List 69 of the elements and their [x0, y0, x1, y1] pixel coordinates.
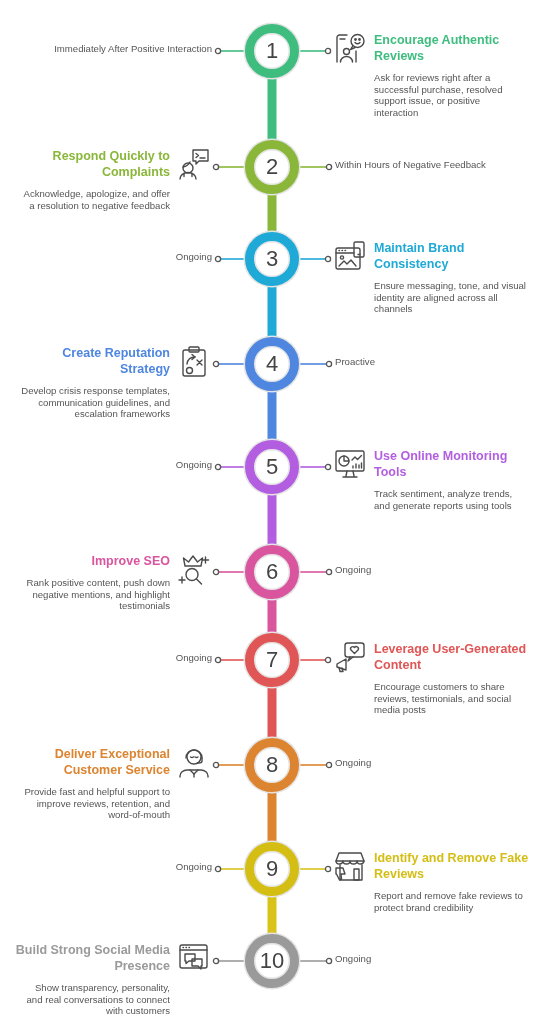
timing-label: Ongoing [329, 953, 372, 965]
step-description: Ask for reviews right after a successful purchase, resolved support issue, or positive interaction [374, 72, 504, 118]
number-circle: 5 [245, 440, 299, 494]
number-circle: 10 [245, 934, 299, 988]
connector-line [298, 163, 333, 171]
connector-line [212, 163, 246, 171]
step-description: Rank positive content, push down negative mentions, and highlight testimonials [25, 577, 170, 612]
number-circle: 8 [245, 738, 299, 792]
timing-label: Ongoing [175, 652, 218, 664]
connector-line [212, 761, 246, 769]
connector-line [298, 957, 333, 965]
connector-line [212, 360, 246, 368]
timeline-segment [267, 286, 277, 337]
connector-line [298, 761, 333, 769]
timing-label: Ongoing [175, 459, 218, 471]
timeline-segment [267, 792, 277, 842]
connector-line [212, 957, 246, 965]
step-title: Improve SEO [91, 553, 170, 569]
timeline-segment [267, 78, 277, 140]
step-description: Provide fast and helpful support to improve reviews, retention, and word-of-mouth [23, 786, 170, 821]
connector-line [298, 656, 332, 664]
timing-label: Ongoing [175, 251, 218, 263]
connector-line [212, 568, 246, 576]
number-circle: 4 [245, 337, 299, 391]
step-description: Acknowledge, apologize, and offer a resolution to negative feedback [22, 188, 170, 211]
timeline-segment [267, 896, 277, 934]
timeline-segment [267, 599, 277, 633]
connector-line [298, 360, 333, 368]
step-description: Ensure messaging, tone, and visual identity are aligned across all channels [374, 280, 527, 315]
step-description: Develop crisis response templates, communication guidelines, and escalation frameworks [20, 385, 170, 420]
number-circle: 9 [245, 842, 299, 896]
connector-line [214, 865, 246, 873]
connector-line [214, 656, 246, 664]
connector-line [298, 47, 332, 55]
step-title: Encourage Authentic Reviews [374, 32, 501, 64]
step-title: Identify and Remove Fake Reviews [374, 850, 530, 882]
timing-label: Ongoing [329, 757, 372, 769]
number-circle: 1 [245, 24, 299, 78]
step-title: Respond Quickly to Complaints [51, 148, 170, 180]
step-title: Leverage User-Generated Content [374, 641, 528, 673]
step-description: Show transparency, personality, and real conversations to connect with customers [25, 982, 170, 1017]
timeline-segment [267, 687, 277, 738]
connector-line [298, 568, 333, 576]
connector-line [298, 865, 332, 873]
step-title: Use Online Monitoring Tools [374, 448, 509, 480]
step-title: Deliver Exceptional Customer Service [53, 746, 170, 778]
timing-label: Ongoing [329, 564, 372, 576]
connector-line [214, 47, 246, 55]
timing-label: Proactive [329, 356, 375, 368]
number-circle: 2 [245, 140, 299, 194]
timeline-segment [267, 391, 277, 440]
timing-label: Immediately After Positive Interaction [54, 43, 218, 55]
timing-label: Ongoing [175, 861, 218, 873]
number-circle: 7 [245, 633, 299, 687]
step-title: Build Strong Social Media Presence [14, 942, 170, 974]
step-description: Track sentiment, analyze trends, and generate reports using tools [374, 488, 514, 511]
connector-line [298, 255, 332, 263]
step-description: Encourage customers to share reviews, testimonials, and social media posts [374, 681, 513, 716]
timeline-segment [267, 194, 277, 232]
timeline-segment [267, 494, 277, 545]
connector-line [214, 255, 246, 263]
connector-line [298, 463, 332, 471]
connector-line [214, 463, 246, 471]
step-title: Create Reputation Strategy [61, 345, 170, 377]
number-circle: 3 [245, 232, 299, 286]
timing-label: Within Hours of Negative Feedback [329, 159, 486, 171]
step-title: Maintain Brand Consistency [374, 240, 466, 272]
step-description: Report and remove fake reviews to protect brand credibility [374, 890, 524, 913]
number-circle: 6 [245, 545, 299, 599]
